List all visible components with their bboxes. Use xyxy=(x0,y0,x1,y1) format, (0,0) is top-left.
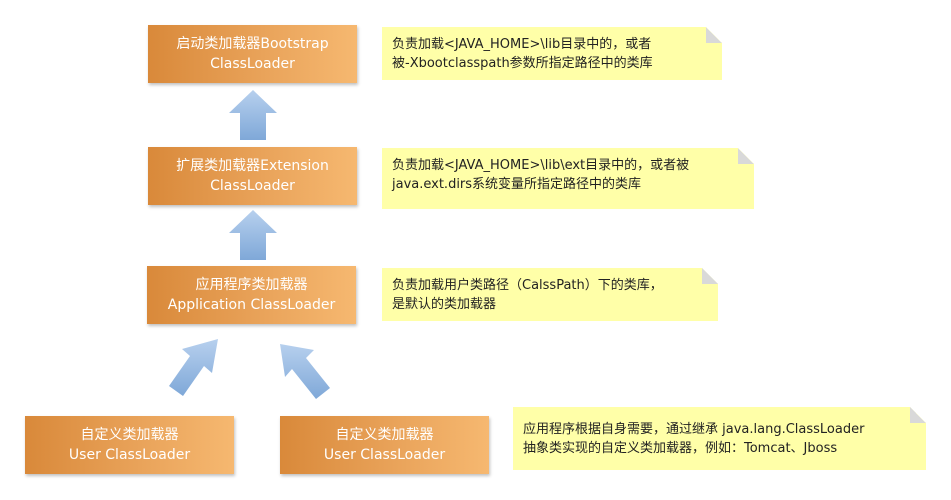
application-note-line2: 是默认的类加载器 xyxy=(392,297,497,312)
user-classloader-box-left: 自定义类加载器 User ClassLoader xyxy=(25,416,234,474)
application-note-line1: 负责加载用户类路径（CalssPath）下的类库， xyxy=(392,278,663,293)
extension-note-line2: java.ext.dirs系统变量所指定路径中的类库 xyxy=(392,177,642,192)
bootstrap-note-line2: 被-Xbootclasspath参数所指定路径中的类库 xyxy=(392,56,653,71)
application-box-line1: 应用程序类加载器 xyxy=(195,277,308,293)
user-right-box-line2: User ClassLoader xyxy=(323,447,446,463)
arrow-extension-to-bootstrap xyxy=(229,90,277,140)
bootstrap-note-line1: 负责加载<JAVA_HOME>\lib目录中的，或者 xyxy=(392,37,652,52)
user-left-box-line2: User ClassLoader xyxy=(68,447,191,463)
extension-note: 负责加载<JAVA_HOME>\lib\ext目录中的，或者被 java.ext… xyxy=(382,148,754,209)
user-left-box-line1: 自定义类加载器 xyxy=(80,427,179,443)
application-box-line2: Application ClassLoader xyxy=(167,297,336,313)
bootstrap-box-line1: 启动类加载器Bootstrap xyxy=(176,36,329,52)
bootstrap-classloader-box: 启动类加载器Bootstrap ClassLoader xyxy=(148,25,357,83)
user-note-line2: 抽象类实现的自定义类加载器，例如：Tomcat、Jboss xyxy=(523,441,838,456)
user-note: 应用程序根据自身需要，通过继承 java.lang.ClassLoader 抽象… xyxy=(513,407,926,470)
bootstrap-box-line2: ClassLoader xyxy=(210,56,295,72)
application-note: 负责加载用户类路径（CalssPath）下的类库， 是默认的类加载器 xyxy=(382,268,718,321)
application-classloader-box: 应用程序类加载器 Application ClassLoader xyxy=(147,266,356,324)
arrow-user1-to-application xyxy=(169,339,218,396)
extension-box-line1: 扩展类加载器Extension xyxy=(176,158,329,174)
user-note-line1: 应用程序根据自身需要，通过继承 java.lang.ClassLoader xyxy=(523,422,865,437)
extension-box-line2: ClassLoader xyxy=(210,178,295,194)
user-right-box-line1: 自定义类加载器 xyxy=(335,427,434,443)
extension-note-line1: 负责加载<JAVA_HOME>\lib\ext目录中的，或者被 xyxy=(392,158,690,173)
arrow-application-to-extension xyxy=(229,210,277,260)
bootstrap-note: 负责加载<JAVA_HOME>\lib目录中的，或者 被-Xbootclassp… xyxy=(382,27,722,80)
extension-classloader-box: 扩展类加载器Extension ClassLoader xyxy=(148,147,357,205)
user-classloader-box-right: 自定义类加载器 User ClassLoader xyxy=(280,416,489,474)
arrow-user2-to-application xyxy=(280,344,330,399)
